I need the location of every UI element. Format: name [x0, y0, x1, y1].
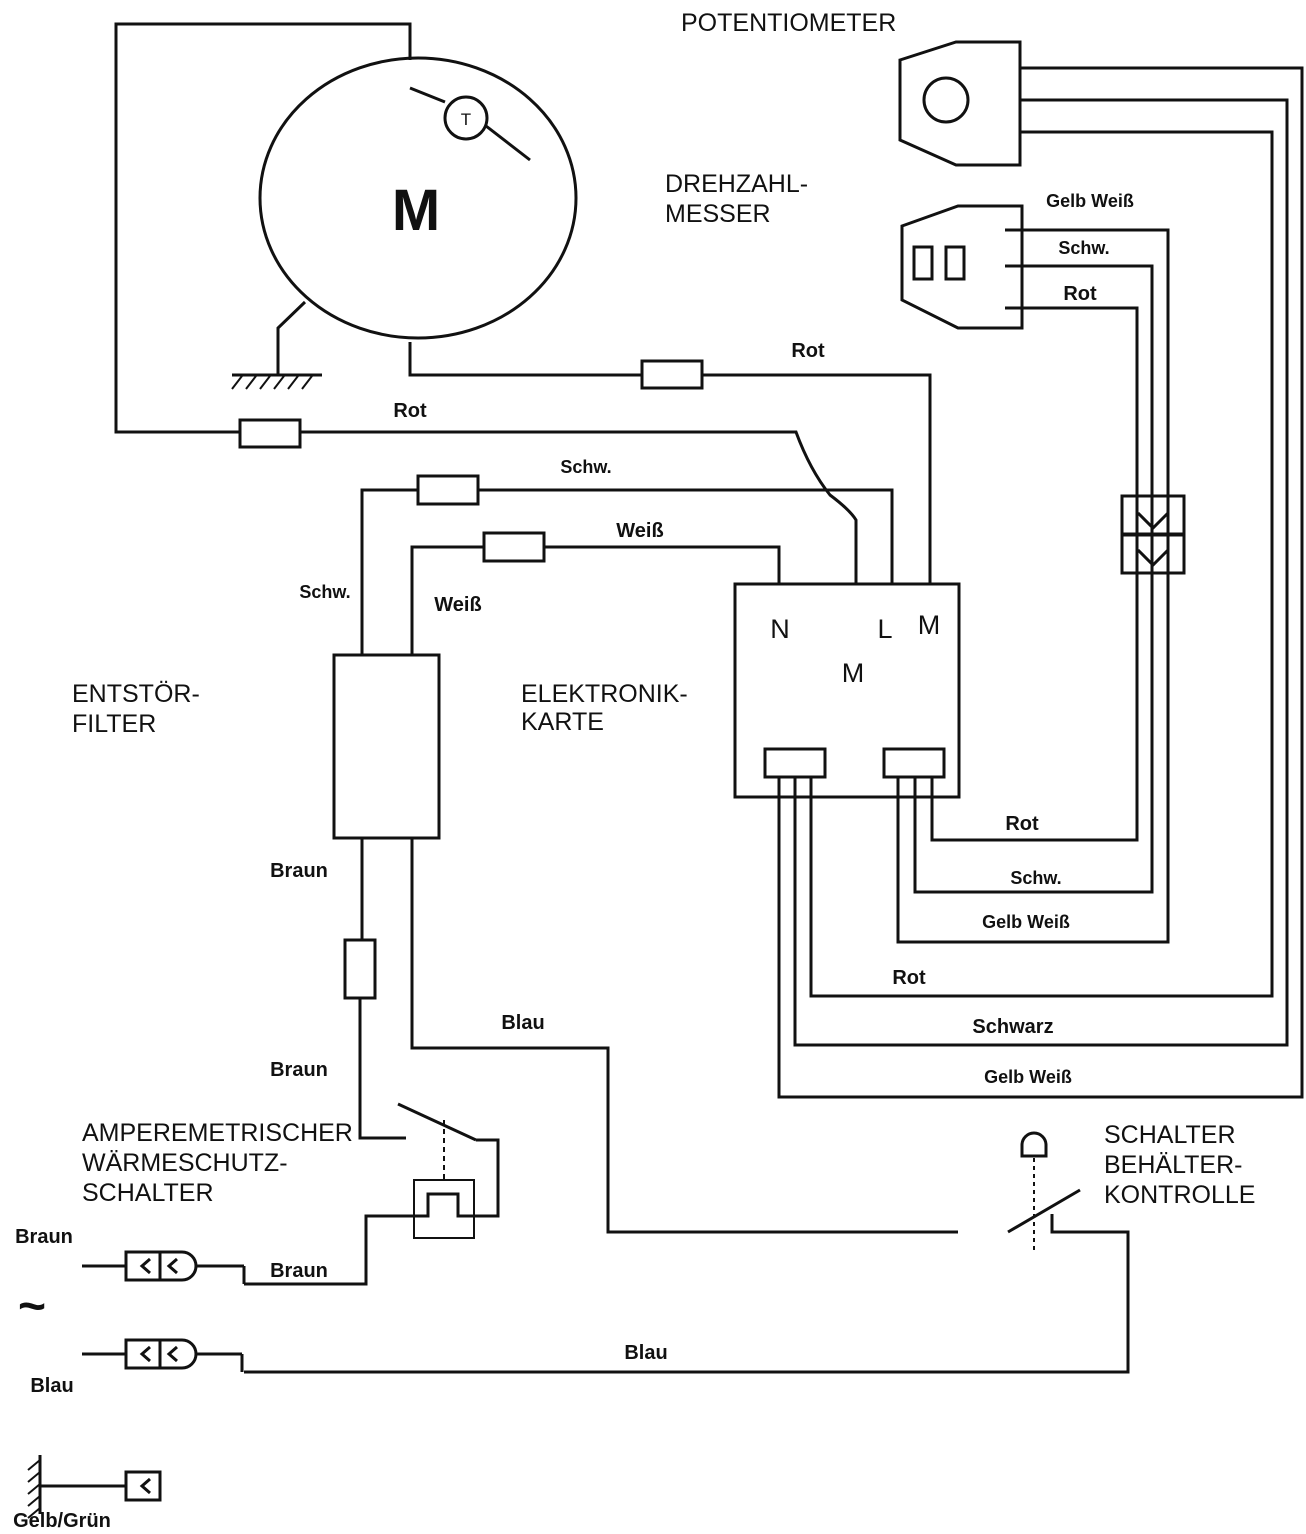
earth-ground-icon: [27, 1459, 41, 1519]
container-switch-label: BEHÄLTER-: [1104, 1151, 1242, 1179]
ac-symbol: ~: [18, 1280, 46, 1333]
wire-label: Schw.: [1010, 868, 1061, 888]
mains-plug-braun: [82, 1250, 244, 1282]
tachometer-label: MESSER: [665, 200, 771, 228]
wire-label: Blau: [501, 1012, 544, 1034]
board-connector-right: [882, 747, 946, 779]
wire-label: Rot: [1005, 813, 1039, 835]
mains-plug-blau: [82, 1338, 242, 1370]
thermal-switch-icon: [443, 95, 489, 141]
tacho-plug-connector: [1120, 494, 1186, 575]
container-switch-label: SCHALTER: [1104, 1121, 1236, 1149]
filter-label: ENTSTÖR-: [72, 680, 200, 708]
breaker-label: SCHALTER: [82, 1179, 214, 1207]
wire-label: Braun: [15, 1226, 73, 1248]
wire-label: Schwarz: [972, 1016, 1053, 1038]
board-connector-left: [763, 747, 827, 779]
wire-label: Schw.: [1058, 238, 1109, 258]
wire-label: Braun: [270, 1059, 328, 1081]
tacho-contact-icon: [912, 245, 934, 281]
terminal-m-left: M: [842, 658, 865, 688]
connector-schw: [416, 474, 480, 506]
wire-label: Weiß: [434, 594, 481, 616]
board-label: KARTE: [521, 708, 604, 736]
thermal-breaker: [244, 1102, 500, 1286]
connector-weiss: [482, 531, 546, 563]
terminal-m-right: M: [918, 610, 941, 640]
ground-icon: [231, 375, 313, 390]
wire-label: Braun: [270, 1260, 328, 1282]
wire-label: Rot: [1063, 283, 1097, 305]
breaker-label: WÄRMESCHUTZ-: [82, 1149, 288, 1177]
wire-label: Gelb Weiß: [982, 912, 1070, 932]
potentiometer: [898, 40, 1022, 167]
wire-label: Gelb Weiß: [984, 1067, 1072, 1087]
potentiometer-label: POTENTIOMETER: [681, 9, 896, 37]
wire-label: Gelb Weiß: [1046, 191, 1134, 211]
breaker-label: AMPEREMETRISCHER: [82, 1119, 353, 1147]
motor: M T: [231, 56, 578, 390]
connector-motor-rot: [640, 359, 704, 390]
wire-label: Rot: [892, 967, 926, 989]
wire-label: Rot: [791, 340, 825, 362]
thermal-label: T: [461, 110, 471, 129]
wire-label: Weiß: [616, 520, 663, 542]
wire-label: Schw.: [560, 457, 611, 477]
container-switch-label: KONTROLLE: [1104, 1181, 1255, 1209]
interference-filter: [332, 653, 441, 840]
wire-label: Blau: [30, 1375, 73, 1397]
tachometer: [900, 204, 1024, 330]
board-label: ELEKTRONIK-: [521, 680, 688, 708]
wire-label: Schw.: [299, 582, 350, 602]
filter-label: FILTER: [72, 710, 156, 738]
earth-connector: [27, 1455, 162, 1519]
terminal-l: L: [877, 614, 892, 644]
tachometer-label: DREHZAHL-: [665, 170, 808, 198]
connector-braun: [343, 938, 377, 1000]
motor-label: M: [392, 178, 440, 243]
container-switch: [244, 1131, 1130, 1374]
electronic-board: N L M M: [733, 582, 961, 799]
float-icon: [1020, 1131, 1048, 1158]
connector-thermal-rot: [238, 418, 302, 449]
tacho-contact-icon: [944, 245, 966, 281]
wire-label: Rot: [393, 400, 427, 422]
terminal-n: N: [770, 614, 790, 644]
wire-label: Gelb/Grün: [13, 1510, 111, 1532]
potentiometer-knob-icon: [922, 76, 970, 124]
wire-label: Braun: [270, 860, 328, 882]
wire-label: Blau: [624, 1342, 667, 1364]
